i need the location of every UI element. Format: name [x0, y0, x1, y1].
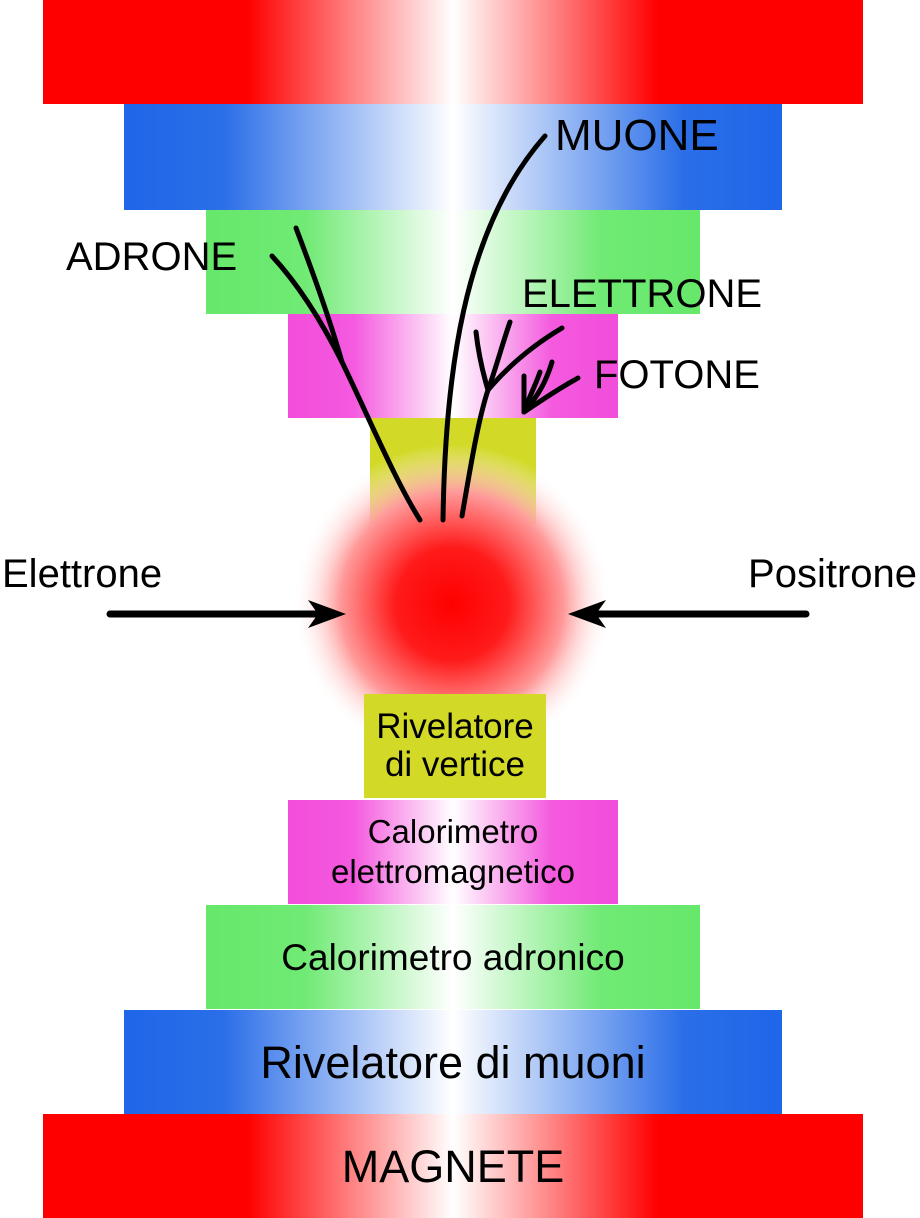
- electron-shower-1: [473, 329, 491, 393]
- hadron-track-branch: [293, 225, 345, 365]
- hadronic-calorimeter-label: Calorimetro adronico: [281, 937, 624, 978]
- positron-beam-label: Positrone: [748, 552, 917, 596]
- hadronic-calorimeter-bottom: [206, 905, 700, 1009]
- muon-detector-label: Rivelatore di muoni: [260, 1037, 645, 1088]
- em-calorimeter-label-line2: elettromagnetico: [331, 853, 575, 890]
- em-calorimeter-bottom: [288, 800, 618, 904]
- magnet-bottom: [43, 1114, 863, 1218]
- muon-label: MUONE: [555, 111, 719, 160]
- particle-tracks: [269, 133, 581, 523]
- photon-label: FOTONE: [594, 353, 760, 397]
- positron-beam-arrow: [568, 600, 810, 628]
- electron-shower-3: [485, 325, 565, 393]
- muon-detector-top: [124, 104, 782, 210]
- magnet-label: MAGNETE: [342, 1141, 565, 1192]
- electron-particle-label: ELETTRONE: [522, 272, 762, 316]
- em-calorimeter-label-line1: Calorimetro: [368, 813, 539, 850]
- hadron-label: ADRONE: [66, 235, 237, 279]
- hadronic-calorimeter-top: [206, 210, 700, 314]
- collision-point: [292, 444, 612, 764]
- muon-track: [440, 133, 548, 523]
- magnet-top: [43, 0, 863, 104]
- vertex-label-line1: Rivelatore: [376, 707, 534, 746]
- photon-track-3: [521, 359, 555, 415]
- electron-beam-label: Elettrone: [2, 552, 162, 596]
- vertex-detector-bottom: [364, 694, 546, 798]
- vertex-label-line2: di vertice: [385, 745, 525, 784]
- muon-detector-bottom: [124, 1010, 782, 1114]
- electron-track: [459, 387, 491, 519]
- electron-beam-arrow: [106, 600, 346, 628]
